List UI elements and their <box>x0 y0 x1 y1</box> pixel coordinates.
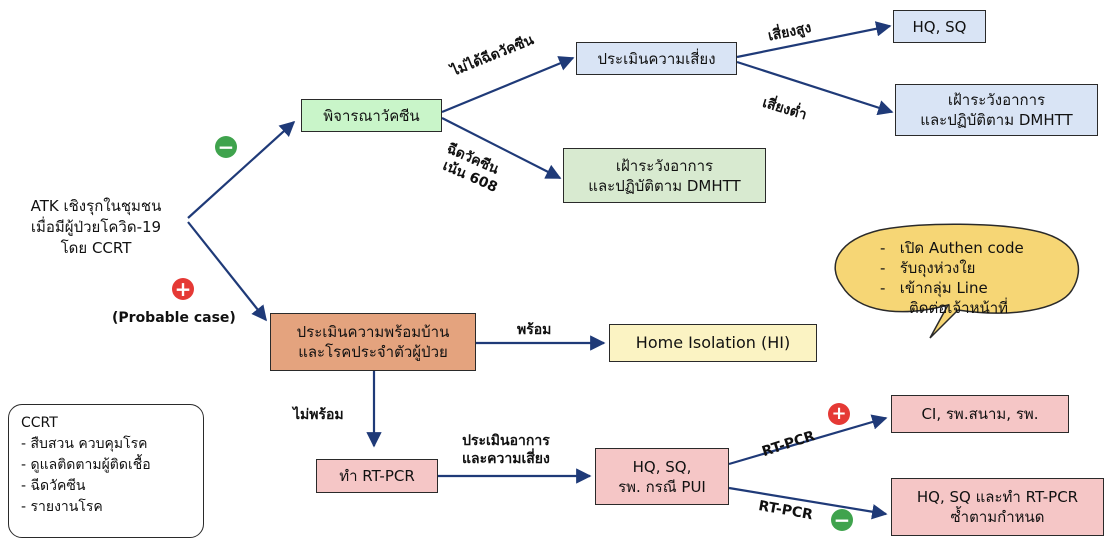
consider-vaccine-node: พิจารณาวัคซีน <box>301 99 442 132</box>
assess-home-line-1: ประเมินความพร้อมบ้าน <box>296 323 450 341</box>
start-line-3: โดย CCRT <box>60 239 132 257</box>
rtpcr-positive-icon: + <box>828 403 850 425</box>
ccrt-item: - รายงานโรค <box>21 499 103 515</box>
arrow-risk-to-hq <box>736 21 892 59</box>
ccrt-item: - ฉีดวัคซีน <box>21 478 86 494</box>
label-not-ready: ไม่พร้อม <box>293 407 344 423</box>
label-assess-symptoms: ประเมินอาการ และความเสี่ยง <box>462 432 550 468</box>
assess-home-line-2: และโรคประจำตัวผู้ป่วย <box>298 343 448 361</box>
assess-risk-node: ประเมินความเสี่ยง <box>576 42 737 75</box>
hq-sq-repeat-node: HQ, SQ และทำ RT-PCR ซ้ำตามกำหนด <box>891 478 1104 536</box>
arrow-pui-to-repeat <box>728 486 888 520</box>
speech-bubble <box>834 223 1080 339</box>
assess-home-node: ประเมินความพร้อมบ้าน และโรคประจำตัวผู้ป่… <box>270 313 476 371</box>
hq-sq-node: HQ, SQ <box>893 10 986 43</box>
arrow-pui-to-ci <box>728 414 888 466</box>
home-isolation-node: Home Isolation (HI) <box>609 324 817 362</box>
ccrt-legend: CCRT - สืบสวน ควบคุมโรค - ดูแลติดตามผู้ต… <box>8 404 204 538</box>
ccrt-title: CCRT <box>21 415 58 431</box>
bubble-item: - เข้ากลุ่ม Line <box>880 279 988 297</box>
hq-sq-pui-node: HQ, SQ, รพ. กรณี PUI <box>595 448 729 505</box>
watch-vacc-line-1: เฝ้าระวังอาการ <box>615 156 714 175</box>
watch-low-line-2: และปฏิบัติตาม DMHTT <box>920 111 1073 129</box>
watch-low-risk-node: เฝ้าระวังอาการ และปฏิบัติตาม DMHTT <box>895 84 1098 136</box>
do-rtpcr-text: ทำ RT-PCR <box>339 467 415 485</box>
ci-text: CI, รพ.สนาม, รพ. <box>921 405 1039 423</box>
ccrt-item: - ดูแลติดตามผู้ติดเชื้อ <box>21 457 151 473</box>
positive-sign-icon: + <box>172 278 194 300</box>
ccrt-item: - สืบสวน ควบคุมโรค <box>21 436 148 452</box>
watch-low-line-1: เฝ้าระวังอาการ <box>947 91 1046 109</box>
home-isolation-text: Home Isolation (HI) <box>635 333 791 352</box>
start-line-1: ATK เชิงรุกในชุมชน <box>30 197 162 215</box>
arrow-start-to-vaccine <box>187 120 296 219</box>
arrow-risk-to-watch-low <box>736 60 894 116</box>
start-line-2: เมื่อมีผู้ป่วยโควิด-19 <box>30 218 162 236</box>
hq-sq-repeat-line-1: HQ, SQ และทำ RT-PCR <box>916 488 1079 506</box>
label-ready: พร้อม <box>517 322 552 338</box>
hq-sq-pui-line-1: HQ, SQ, <box>632 457 692 476</box>
assess-symptoms-line-2: และความเสี่ยง <box>462 451 550 467</box>
arrow-vaccine-to-risk <box>441 56 575 114</box>
bubble-item: - เปิด Authen code <box>880 239 1024 257</box>
start-label: ATK เชิงรุกในชุมชน เมื่อมีผู้ป่วยโควิด-1… <box>8 196 184 259</box>
watch-vaccinated-node: เฝ้าระวังอาการ และปฏิบัติตาม DMHTT <box>563 148 766 203</box>
consider-vaccine-text: พิจารณาวัคซีน <box>323 106 420 125</box>
watch-vacc-line-2: และปฏิบัติตาม DMHTT <box>588 176 741 195</box>
assess-risk-text: ประเมินความเสี่ยง <box>597 49 716 68</box>
assess-symptoms-line-1: ประเมินอาการ <box>462 433 550 449</box>
ci-node: CI, รพ.สนาม, รพ. <box>891 395 1069 433</box>
hq-sq-text: HQ, SQ <box>912 17 967 36</box>
bubble-list: - เปิด Authen code - รับถุงห่วงใย - เข้า… <box>880 238 1024 318</box>
hq-sq-repeat-line-2: ซ้ำตามกำหนด <box>950 508 1045 526</box>
do-rtpcr-node: ทำ RT-PCR <box>316 459 438 493</box>
arrow-start-to-home <box>187 221 267 322</box>
arrow-vaccine-to-watch <box>441 117 562 179</box>
probable-case-label: (Probable case) <box>112 310 236 326</box>
negative-sign-icon: − <box>215 136 237 158</box>
bubble-item: - รับถุงห่วงใย <box>880 259 976 277</box>
bubble-item: ติดต่อเจ้าหน้าที่ <box>909 299 1009 317</box>
rtpcr-negative-icon: − <box>831 509 853 531</box>
hq-sq-pui-line-2: รพ. กรณี PUI <box>618 477 706 496</box>
